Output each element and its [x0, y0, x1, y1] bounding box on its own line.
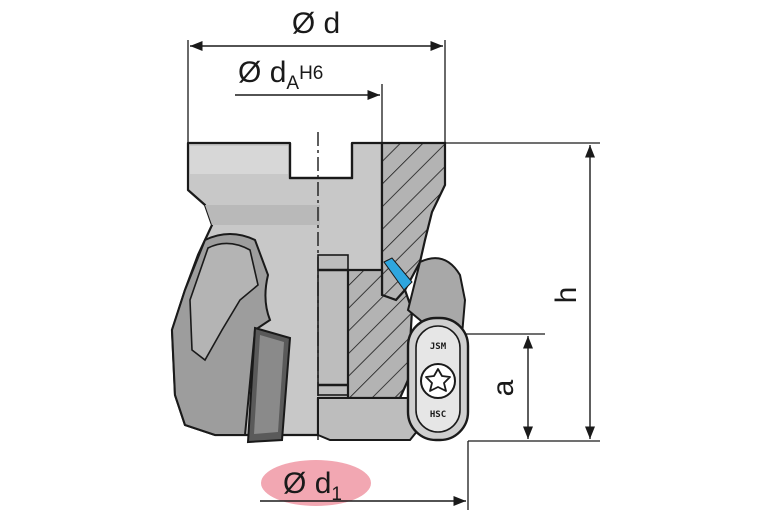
insert-right: JSM HSC [406, 316, 470, 442]
neck-shade [205, 205, 320, 225]
dimension-h: h [445, 142, 600, 442]
label-d: Ø d [292, 7, 340, 40]
label-a: a [487, 379, 520, 396]
dimension-d1: Ø d1 [260, 441, 469, 510]
insert-marking-bottom: HSC [430, 410, 446, 420]
torx-recess-icon [425, 368, 451, 392]
cutter-body [170, 141, 384, 444]
insert-marking-top: JSM [430, 342, 447, 352]
sectioned-half: JSM HSC [317, 141, 470, 442]
flute-face [189, 242, 259, 362]
bore-left [317, 254, 349, 396]
body-lower-right [317, 397, 420, 441]
label-d1: Ø d1 [283, 467, 342, 505]
highlight-d1 [261, 460, 371, 506]
dimension-a: a [466, 333, 545, 439]
coolant-channel [383, 257, 413, 291]
label-h: h [550, 287, 583, 304]
body-shade-top [190, 146, 288, 174]
dimension-dA: Ø dAH6 [235, 56, 383, 143]
insert-left-face [254, 335, 284, 434]
dimension-d: Ø d [187, 7, 446, 143]
label-dA: Ø dAH6 [238, 56, 323, 94]
drive-slot [288, 143, 354, 180]
